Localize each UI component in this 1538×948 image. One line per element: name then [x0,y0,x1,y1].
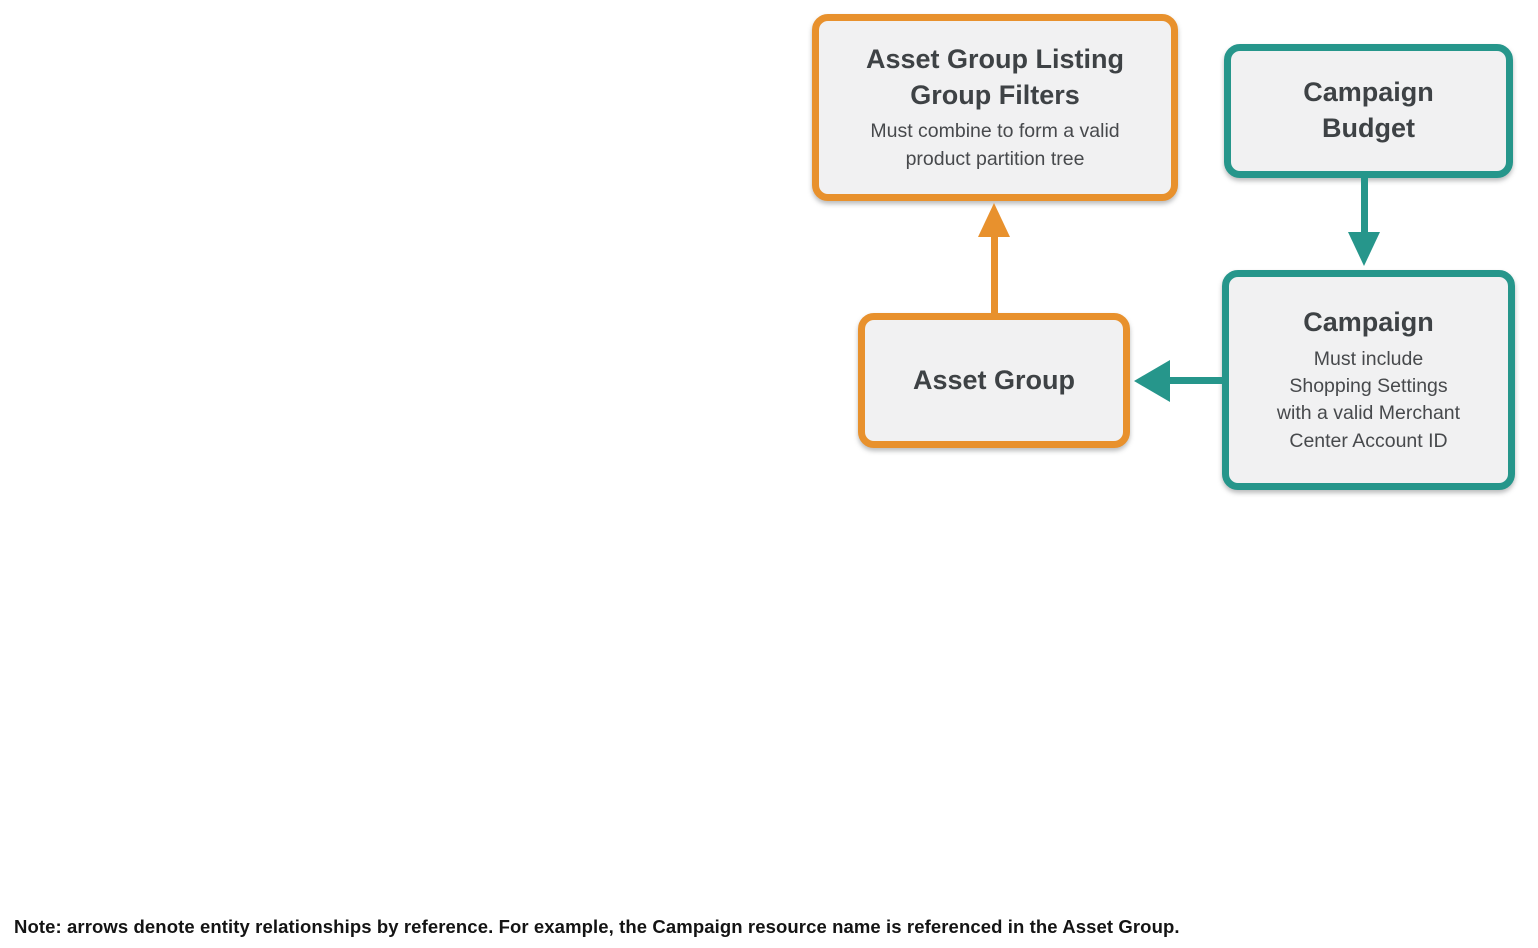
node-title: Asset Group Listing Group Filters [865,44,1125,110]
node-campaign: Campaign Must include Shopping Settings … [1222,270,1515,490]
node-title: Asset Group [912,364,1076,395]
node-subtitle: Must include Shopping Settings with a va… [1276,347,1461,452]
arrow-down-icon [1348,232,1380,266]
arrow-up-icon [978,203,1010,237]
node-subtitle: Must combine to form a valid product par… [870,120,1120,170]
arrow-campaign-to-asset-group-line [1166,377,1224,384]
node-title: Campaign [1303,307,1434,338]
node-asset-group-listing-group-filters: Asset Group Listing Group Filters Must c… [812,14,1178,201]
node-title: Campaign Budget [1303,77,1434,143]
node-asset-group: Asset Group [858,313,1130,448]
arrow-asset-group-to-listing-filters-line [991,234,998,317]
arrow-campaign-budget-to-campaign-line [1361,178,1368,236]
arrow-left-icon [1134,360,1170,402]
node-campaign-budget: Campaign Budget [1224,44,1513,178]
footnote: Note: arrows denote entity relationships… [14,916,1180,937]
